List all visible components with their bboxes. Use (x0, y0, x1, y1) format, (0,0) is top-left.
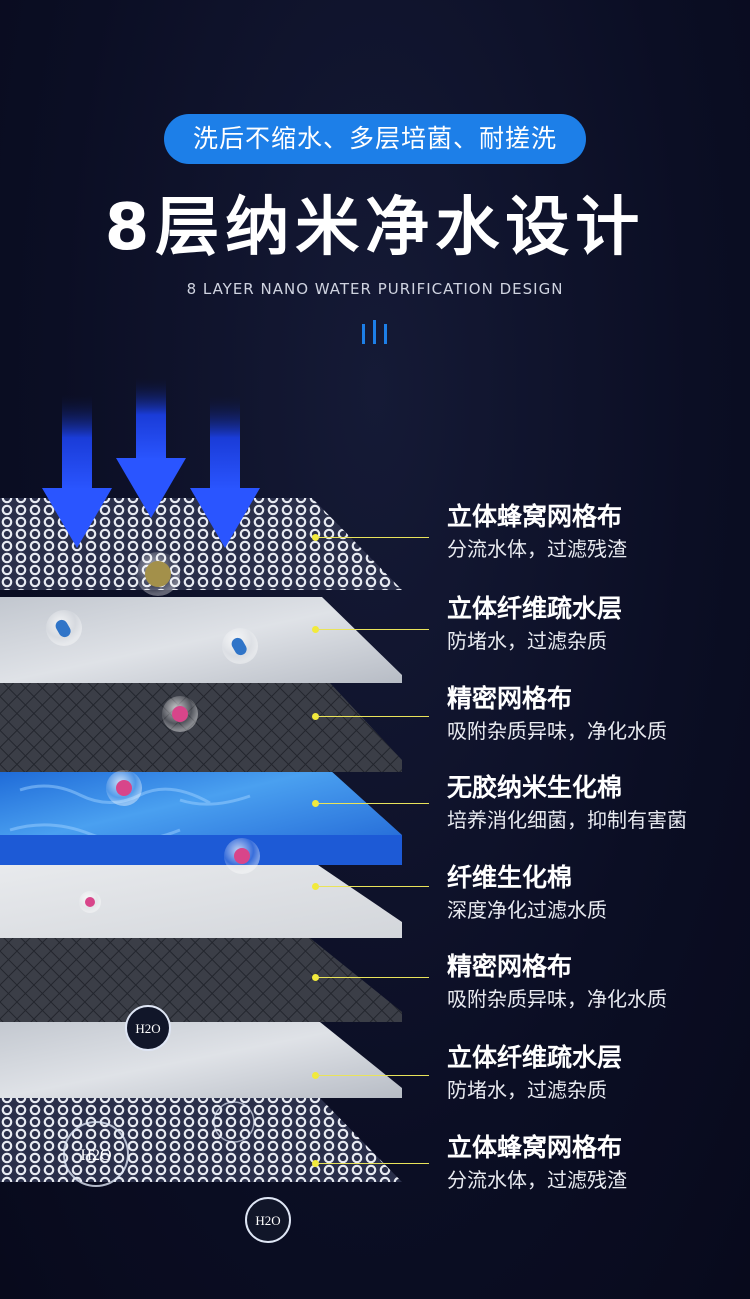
layer-desc: 吸附杂质异味，净化水质 (447, 987, 667, 1011)
layer-desc: 防堵水，过滤杂质 (447, 1078, 607, 1102)
layer-title: 立体纤维疏水层 (447, 594, 623, 623)
connector-dot (312, 626, 319, 633)
layer-desc: 分流水体，过滤残渣 (447, 537, 627, 561)
connector-dot (312, 534, 319, 541)
layer-desc: 防堵水，过滤杂质 (447, 629, 607, 653)
virus-bubble-icon (79, 891, 101, 913)
water-bubble-icon (213, 1101, 255, 1143)
layer-label-1: 立体蜂窝网格布 分流水体，过滤残渣 (447, 500, 747, 564)
layer-title: 纤维生化棉 (447, 863, 573, 892)
connector-dot (312, 1072, 319, 1079)
layer-title: 精密网格布 (447, 952, 573, 981)
connector-dot (312, 974, 319, 981)
down-arrow-icon (190, 395, 260, 548)
virus-bubble-icon (106, 770, 142, 806)
layer-label-2: 立体纤维疏水层 防堵水，过滤杂质 (447, 592, 747, 656)
connector-dot (312, 713, 319, 720)
layer-title: 立体纤维疏水层 (447, 1043, 623, 1072)
svg-text:H2O: H2O (135, 1021, 160, 1036)
water-bubble-icon: H2O (63, 1121, 129, 1187)
page-title: 8层纳米净水设计 (104, 191, 646, 265)
connector-line (316, 629, 429, 630)
layer-fiber-2 (0, 1018, 402, 1098)
svg-text:H2O: H2O (80, 1147, 111, 1164)
layer-mesh-1 (0, 683, 402, 772)
down-arrow-icon (116, 378, 186, 518)
bacteria-bubble-icon (136, 552, 180, 596)
page-subtitle: 8 LAYER NANO WATER PURIFICATION DESIGN (186, 280, 564, 298)
connector-line (316, 803, 429, 804)
connector-line (316, 1075, 429, 1076)
connector-line (316, 1163, 429, 1164)
layer-blue-cotton (0, 770, 402, 865)
virus-bubble-icon (224, 838, 260, 874)
connector-line (316, 716, 429, 717)
layer-mesh-2 (0, 938, 402, 1022)
connector-line (316, 977, 429, 978)
connector-dot (312, 883, 319, 890)
layer-title: 无胶纳米生化棉 (447, 773, 623, 802)
layer-label-6: 精密网格布 吸附杂质异味，净化水质 (447, 950, 747, 1014)
virus-bubble-icon (162, 696, 198, 732)
layer-honeycomb-bottom (0, 1098, 402, 1182)
connector-dot (312, 1160, 319, 1167)
feature-badge: 洗后不缩水、多层培菌、耐搓洗 (164, 114, 586, 164)
water-bubble-icon: H2O (125, 1005, 171, 1051)
layer-label-3: 精密网格布 吸附杂质异味，净化水质 (447, 682, 747, 746)
connector-line (316, 537, 429, 538)
bacteria-bubble-icon (46, 610, 82, 646)
connector-dot (312, 800, 319, 807)
svg-text:H2O: H2O (255, 1213, 280, 1228)
layer-title: 立体蜂窝网格布 (447, 1133, 623, 1162)
layer-desc: 吸附杂质异味，净化水质 (447, 719, 667, 743)
connector-line (316, 886, 429, 887)
layer-fiber-1 (0, 597, 402, 683)
water-bubble-icon: H2O (245, 1197, 291, 1243)
bacteria-bubble-icon (222, 628, 258, 664)
layer-label-4: 无胶纳米生化棉 培养消化细菌，抑制有害菌 (447, 771, 747, 835)
filter-layers-illustration: H2O H2O H2O (0, 378, 402, 1243)
layer-title: 立体蜂窝网格布 (447, 502, 623, 531)
layer-label-7: 立体纤维疏水层 防堵水，过滤杂质 (447, 1041, 747, 1105)
layer-desc: 深度净化过滤水质 (447, 898, 607, 922)
layer-desc: 分流水体，过滤残渣 (447, 1168, 627, 1192)
layer-label-5: 纤维生化棉 深度净化过滤水质 (447, 861, 747, 925)
down-arrow-icon (42, 395, 112, 548)
layer-honeycomb-top (0, 498, 402, 590)
layer-desc: 培养消化细菌，抑制有害菌 (447, 808, 687, 832)
divider-ticks (362, 320, 388, 344)
layer-white-cotton (0, 865, 402, 938)
layer-label-8: 立体蜂窝网格布 分流水体，过滤残渣 (447, 1131, 747, 1195)
layer-title: 精密网格布 (447, 684, 573, 713)
